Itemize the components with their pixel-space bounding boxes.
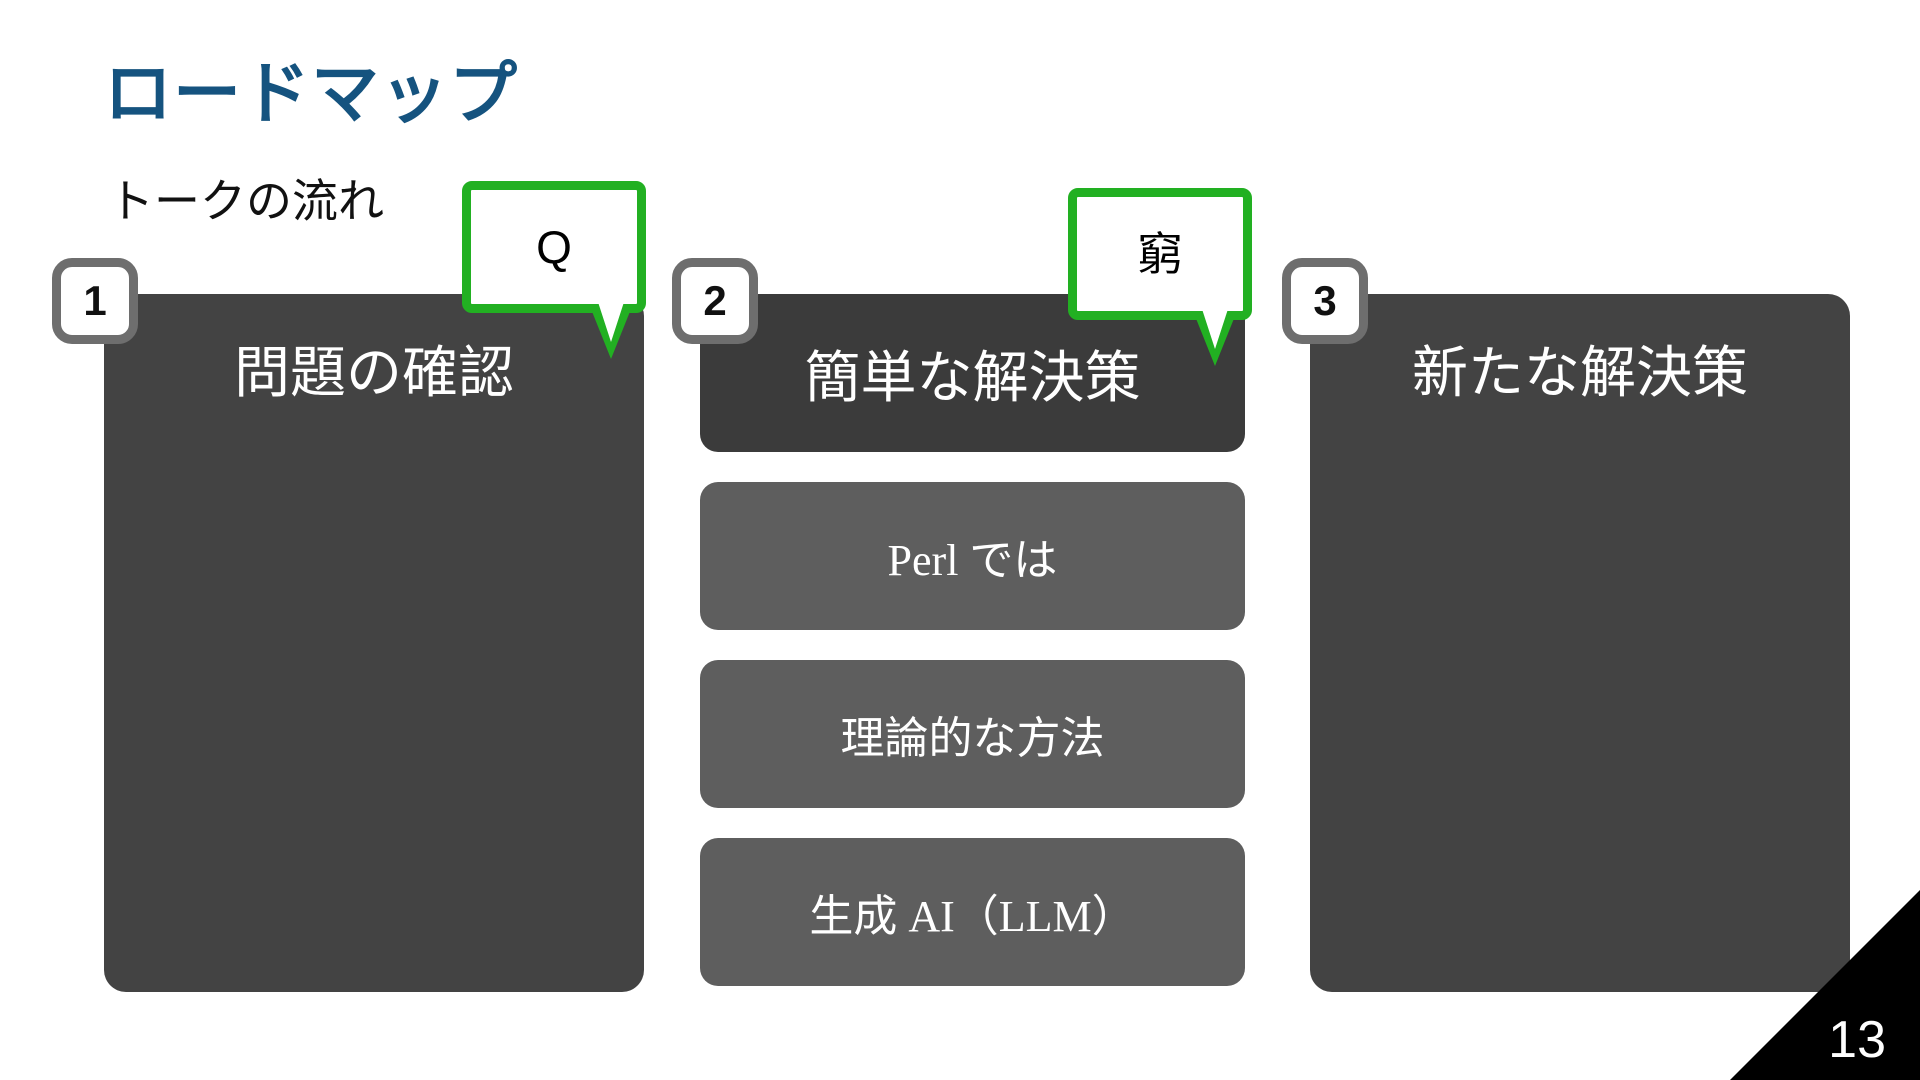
roadmap-column-3: 新たな解決策 (1310, 294, 1850, 992)
step-badge-2-number: 2 (703, 277, 727, 324)
column-2-subitem-2-label: 理論的な方法 (840, 714, 1105, 763)
callout-kyuu: 窮 (1068, 188, 1252, 366)
callout-kyuu-text: 窮 (1137, 228, 1183, 280)
page-subtitle: トークの流れ (108, 175, 384, 227)
callout-kyuu-tail-inner (1202, 309, 1228, 349)
page-title: ロードマップ (104, 56, 519, 132)
column-2-subitem-2: 理論的な方法 (700, 660, 1245, 808)
callout-q: Q (462, 181, 646, 359)
column-2-subitem-1: Perl では (700, 482, 1245, 630)
step-badge-1-number: 1 (83, 277, 107, 324)
column-1-heading: 問題の確認 (234, 341, 514, 404)
column-2-subitem-3: 生成 AI（LLM） (700, 838, 1245, 986)
roadmap-column-1: 問題の確認 (104, 294, 644, 992)
column-1-panel: 問題の確認 (104, 294, 644, 992)
column-3-heading: 新たな解決策 (1412, 341, 1748, 404)
callout-q-text: Q (536, 221, 572, 273)
column-2-heading: 簡単な解決策 (804, 345, 1141, 409)
step-badge-2: 2 (672, 258, 758, 344)
column-3-panel: 新たな解決策 (1310, 294, 1850, 992)
step-badge-3-number: 3 (1313, 277, 1337, 324)
column-2-subitem-1-label: Perl では (887, 536, 1058, 585)
page-number: 13 (1828, 1011, 1886, 1069)
step-badge-3: 3 (1282, 258, 1368, 344)
step-badge-1: 1 (52, 258, 138, 344)
roadmap-column-2: 簡単な解決策 Perl では 理論的な方法 生成 AI（LLM） (700, 294, 1245, 986)
column-2-heading-card: 簡単な解決策 (700, 294, 1245, 452)
callout-q-tail-inner (598, 302, 624, 342)
column-2-subitem-3-label: 生成 AI（LLM） (809, 892, 1136, 941)
